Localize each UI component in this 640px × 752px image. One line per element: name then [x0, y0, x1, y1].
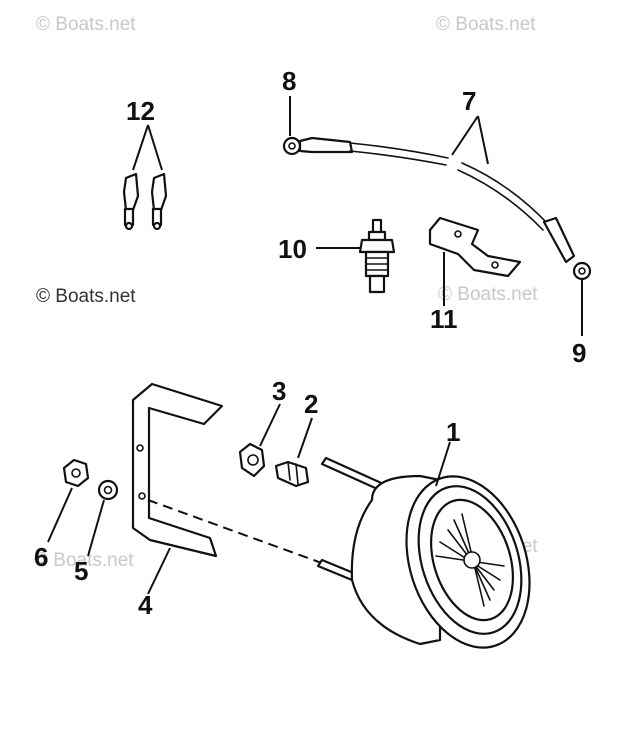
part-3-socket [238, 442, 266, 478]
part-1-gauge [316, 456, 531, 649]
callout-3: 3 [272, 376, 286, 406]
leader-4 [147, 547, 171, 595]
callout-5: 5 [74, 556, 88, 586]
part-7-wire [282, 136, 592, 281]
leader-1 [435, 441, 451, 487]
callout-10: 10 [278, 234, 307, 264]
leader-2 [297, 417, 313, 459]
watermark-mid-right: © Boats.net [438, 284, 538, 305]
leader-6 [47, 487, 73, 543]
part-12-terminals [122, 172, 168, 231]
callout-12: 12 [126, 96, 155, 126]
callout-2: 2 [304, 389, 318, 419]
alignment-line [147, 499, 331, 567]
part-2-bulb [274, 460, 310, 488]
callout-7: 7 [462, 86, 476, 116]
leader-3 [259, 403, 281, 447]
watermark-top-right: © Boats.net [436, 14, 536, 35]
leader-12 [132, 124, 163, 171]
watermark-bottom-left: © Boats.net [34, 550, 134, 571]
leader-7 [451, 115, 489, 165]
leader-5 [87, 499, 105, 557]
callout-9: 9 [572, 338, 586, 368]
part-11-bracket [428, 216, 522, 278]
callout-6: 6 [34, 542, 48, 572]
callout-11: 11 [430, 304, 458, 334]
callout-8: 8 [282, 66, 296, 96]
part-5-washer [97, 479, 119, 501]
part-4-mounting-bracket [131, 382, 224, 558]
callout-4: 4 [138, 590, 153, 620]
callout-1: 1 [446, 417, 460, 447]
watermark-top-left: © Boats.net [36, 14, 136, 35]
part-10-sender [358, 218, 396, 294]
watermark-mid-left: © Boats.net [36, 286, 136, 307]
part-6-nut [62, 458, 90, 488]
